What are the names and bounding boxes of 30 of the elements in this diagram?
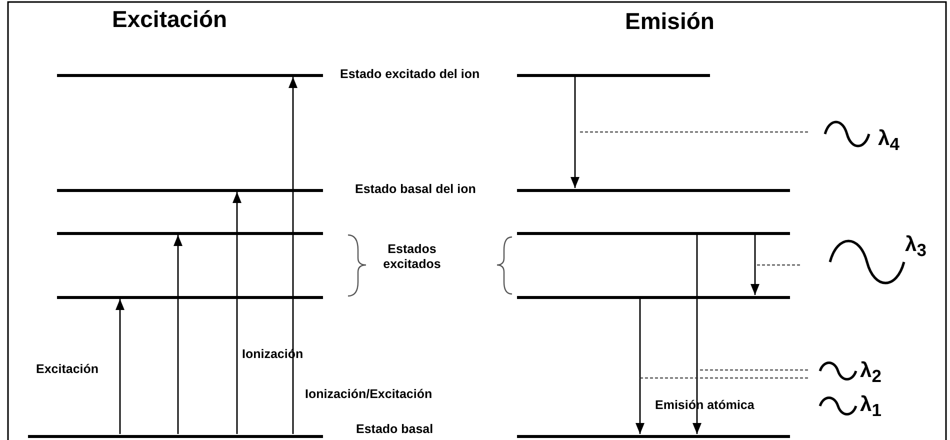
energy-level-line: [57, 74, 323, 76]
arrow: [232, 192, 242, 434]
energy-level-line: [517, 232, 790, 234]
energy-level-line: [28, 434, 323, 438]
energy-level-line: [517, 434, 790, 438]
arrow: [570, 77, 580, 188]
wavelength-label: λ$_{2}$: [860, 358, 882, 388]
panel-heading: Excitación: [112, 6, 228, 34]
arrow: [174, 235, 182, 434]
energy-level-line: [517, 74, 710, 76]
level-label: Estado excitado del ion: [340, 67, 480, 82]
arrow: [116, 299, 124, 434]
level-label: Estado basal: [356, 422, 434, 437]
arrow: [288, 77, 298, 434]
arrow: [750, 235, 760, 295]
level-label: Estados excitados: [382, 242, 442, 272]
arrow: [692, 235, 702, 434]
energy-level-line: [517, 296, 790, 298]
level-label: Ionización/Excitación: [305, 387, 432, 402]
arrow: [636, 299, 644, 434]
energy-level-line: [517, 188, 790, 192]
energy-level-line: [57, 188, 323, 192]
wavelength-label: λ$_{1}$: [860, 392, 882, 422]
level-label: Estado basal del ion: [355, 182, 476, 197]
process-label: Excitación: [36, 362, 99, 377]
wavelength-label: λ$_{3}$: [905, 232, 926, 262]
panel-heading: Emisión: [625, 8, 714, 36]
wavelength-label: λ$_{4}$: [878, 126, 900, 156]
energy-level-line: [57, 232, 323, 234]
energy-level-line: [57, 296, 323, 298]
